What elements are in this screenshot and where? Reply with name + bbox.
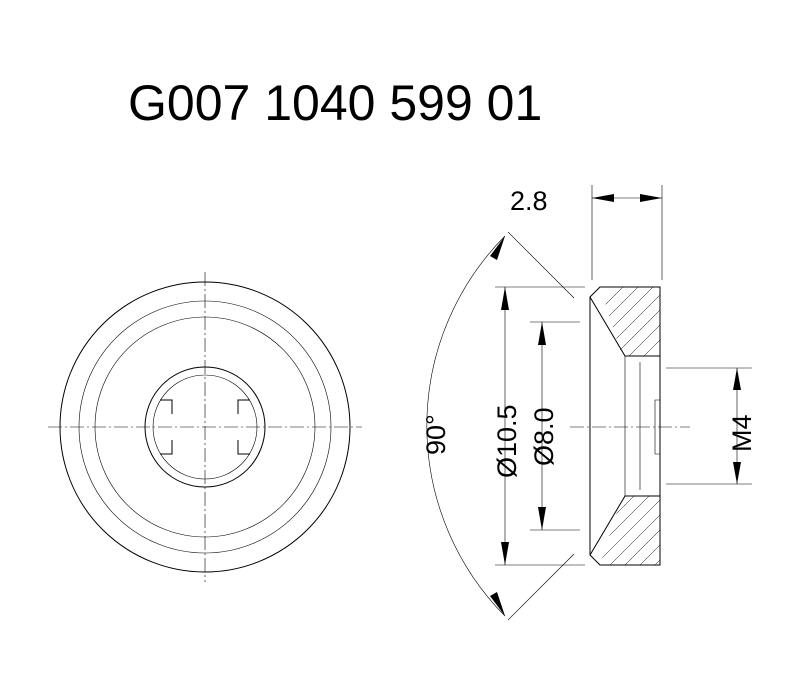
angle-arc [426, 235, 506, 617]
extension-line-angle-top [507, 231, 575, 299]
id-arrow-top [538, 322, 546, 345]
thickness-label: 2.8 [510, 186, 548, 216]
dimension-inner-diameter: Ø8.0 [529, 322, 559, 530]
dimension-thread: M4 [727, 368, 757, 484]
right-locking-tab [237, 399, 250, 455]
part-number-title: G007 1040 599 01 [128, 75, 542, 131]
chamfer-circle [78, 300, 332, 554]
thickness-arrow-left [592, 194, 614, 202]
thickness-arrow-right [640, 194, 662, 202]
od-arrow-bottom [501, 542, 509, 565]
od-arrow-top [501, 287, 509, 310]
dimension-thickness: 2.8 [510, 186, 662, 216]
thread-circle [152, 374, 258, 480]
hatch-bottom [600, 496, 660, 565]
thread-arrow-bottom [733, 462, 741, 484]
angle-label: 90° [421, 414, 451, 455]
front-view [48, 272, 362, 582]
bore-circle [144, 366, 266, 488]
id-arrow-bottom [538, 507, 546, 530]
locking-tab-section [654, 399, 661, 455]
angle-arrow-top [490, 236, 505, 260]
angle-arrow-bottom [490, 592, 505, 616]
thread-label: M4 [727, 414, 757, 452]
dimension-outer-diameter: Ø10.5 [492, 287, 522, 565]
section-view [495, 185, 752, 621]
dimension-angle: 90° [421, 235, 506, 617]
thread-arrow-top [733, 368, 741, 390]
hatch-top [600, 287, 660, 356]
countersink-circle [94, 316, 316, 538]
left-locking-tab [160, 399, 173, 455]
outer-rim-circle [59, 281, 351, 573]
inner-diameter-label: Ø8.0 [529, 407, 559, 466]
outer-diameter-label: Ø10.5 [492, 404, 522, 478]
extension-line-angle-bottom [507, 553, 575, 621]
